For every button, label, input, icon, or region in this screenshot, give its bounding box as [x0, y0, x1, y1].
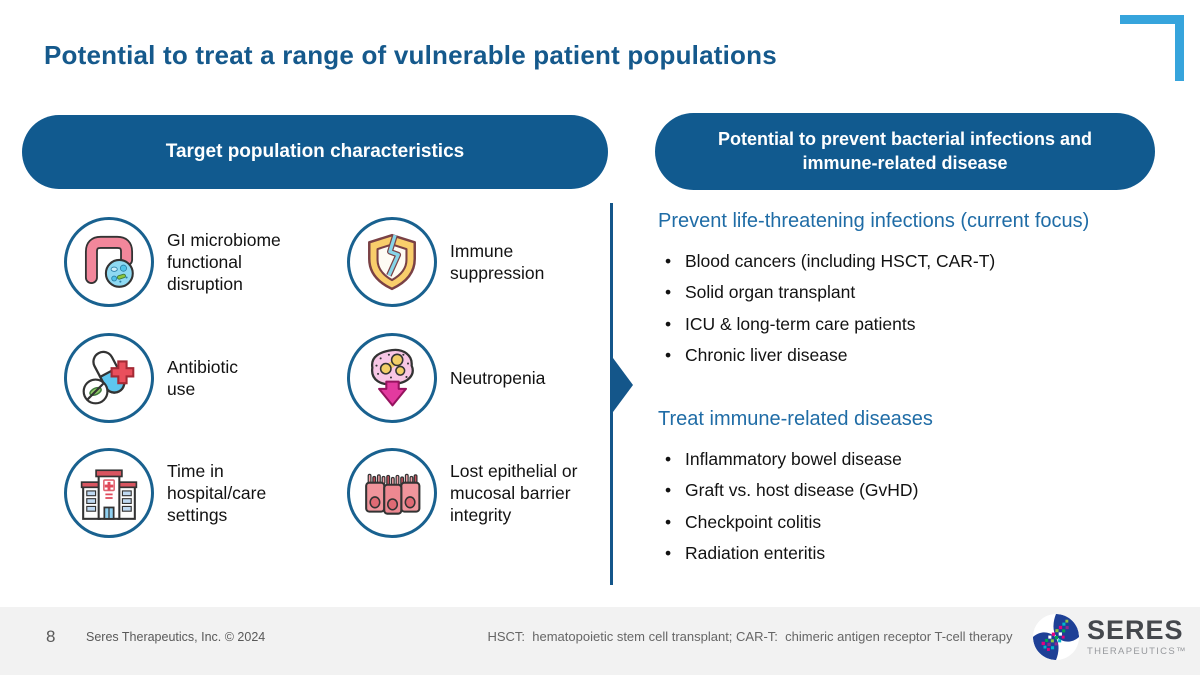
- bullet-item: Blood cancers (including HSCT, CAR-T): [658, 251, 1173, 273]
- bullet-item: Graft vs. host disease (GvHD): [658, 480, 1173, 502]
- right-panel-header: Potential to prevent bacterial infection…: [655, 113, 1155, 190]
- footnote-text: HSCT: hematopoietic stem cell transplant…: [487, 629, 1013, 644]
- population-item-label: Antibiotic use: [167, 356, 239, 399]
- neutropenia-icon-art: [371, 348, 414, 407]
- epithelial-barrier-icon: [347, 448, 437, 538]
- gi-microbiome-icon: [64, 217, 154, 307]
- population-item-neutropenia: Neutropenia: [347, 333, 602, 423]
- immune-suppression-icon: [347, 217, 437, 307]
- population-item-label: Neutropenia: [450, 367, 546, 388]
- copyright-text: Seres Therapeutics, Inc. © 2024: [86, 630, 266, 644]
- bullet-item: Chronic liver disease: [658, 345, 1173, 367]
- section-prevent-infections: Prevent life-threatening infections (cur…: [658, 210, 1173, 376]
- page-number: 8: [46, 627, 56, 646]
- seres-globe-icon: [1032, 613, 1080, 661]
- population-item-immune-suppression: Immune suppression: [347, 217, 602, 307]
- antibiotic-use-icon: [64, 333, 154, 423]
- section-heading: Treat immune-related diseases: [658, 408, 933, 430]
- seres-logo: SERES THERAPEUTICS™: [1032, 613, 1187, 661]
- section-treat-immune-diseases: Treat immune-related diseases Inflammato…: [658, 408, 1173, 574]
- divider-line: [610, 203, 613, 585]
- population-item-antibiotic-use: Antibiotic use: [64, 333, 319, 423]
- bullet-item: Radiation enteritis: [658, 543, 1173, 565]
- bullet-item: Inflammatory bowel disease: [658, 449, 1173, 471]
- corner-bracket-decoration: [1120, 15, 1184, 81]
- left-panel-header-label: Target population characteristics: [165, 141, 465, 162]
- hospital-icon: [64, 448, 154, 538]
- footer: 8 Seres Therapeutics, Inc. © 2024 HSCT: …: [0, 607, 1200, 675]
- bullet-list: Blood cancers (including HSCT, CAR-T) So…: [658, 251, 1173, 367]
- population-item-epithelial-barrier: Lost epithelial or mucosal barrier integ…: [347, 448, 602, 538]
- population-item-hospital-time: Time in hospital/care settings: [64, 448, 319, 538]
- section-heading: Prevent life-threatening infections (cur…: [658, 210, 1090, 232]
- hospital-icon-art: [80, 469, 138, 520]
- antibiotic-use-icon-art: [82, 350, 135, 405]
- population-item-label: Lost epithelial or mucosal barrier integ…: [450, 460, 578, 526]
- bullet-item: ICU & long-term care patients: [658, 314, 1173, 336]
- population-item-label: GI microbiome functional disruption: [167, 229, 281, 295]
- population-item-label: Time in hospital/care settings: [167, 460, 267, 526]
- logo-text: SERES THERAPEUTICS™: [1087, 615, 1187, 658]
- logo-wordmark: SERES: [1087, 615, 1184, 645]
- immune-suppression-icon-art: [368, 233, 416, 291]
- epithelial-barrier-icon-art: [365, 473, 421, 515]
- page-title: Potential to treat a range of vulnerable…: [44, 40, 777, 70]
- gi-microbiome-icon-art: [84, 235, 134, 288]
- bullet-item: Solid organ transplant: [658, 282, 1173, 304]
- neutropenia-icon: [347, 333, 437, 423]
- population-item-gi-microbiome: GI microbiome functional disruption: [64, 217, 319, 307]
- bullet-item: Checkpoint colitis: [658, 512, 1173, 534]
- left-panel-header: Target population characteristics: [22, 115, 608, 189]
- right-arrow-icon: [613, 358, 633, 412]
- population-item-label: Immune suppression: [450, 240, 545, 283]
- bullet-list: Inflammatory bowel disease Graft vs. hos…: [658, 449, 1173, 565]
- right-panel-header-label: Potential to prevent bacterial infection…: [717, 128, 1093, 173]
- logo-subtitle: THERAPEUTICS™: [1087, 646, 1187, 657]
